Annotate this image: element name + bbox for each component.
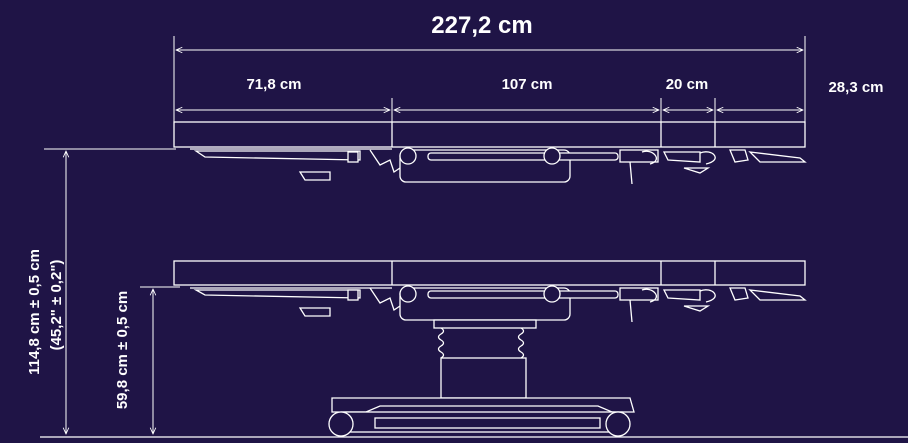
table-top-lower bbox=[173, 260, 807, 323]
total-length-label: 227,2 cm bbox=[431, 12, 532, 39]
max-height-metric-label: 114,8 cm ± 0,5 cm bbox=[26, 249, 43, 375]
leg-section-2-label: 28,3 cm bbox=[828, 79, 883, 96]
height-dimension-lines bbox=[40, 148, 908, 438]
middle-section-label: 107 cm bbox=[502, 76, 553, 93]
table-column bbox=[433, 319, 537, 399]
table-base bbox=[328, 397, 635, 437]
head-section-label: 71,8 cm bbox=[246, 76, 301, 93]
leg-section-1-label: 20 cm bbox=[666, 76, 709, 93]
table-top-upper bbox=[173, 121, 807, 185]
min-height-metric-label: 59,8 cm ± 0,5 cm bbox=[114, 291, 131, 409]
length-dimension-lines bbox=[173, 36, 806, 122]
caster-wheel-left bbox=[328, 411, 354, 437]
max-height-imperial-label: (45,2" ± 0,2") bbox=[48, 260, 65, 351]
caster-wheel-right bbox=[605, 411, 631, 437]
